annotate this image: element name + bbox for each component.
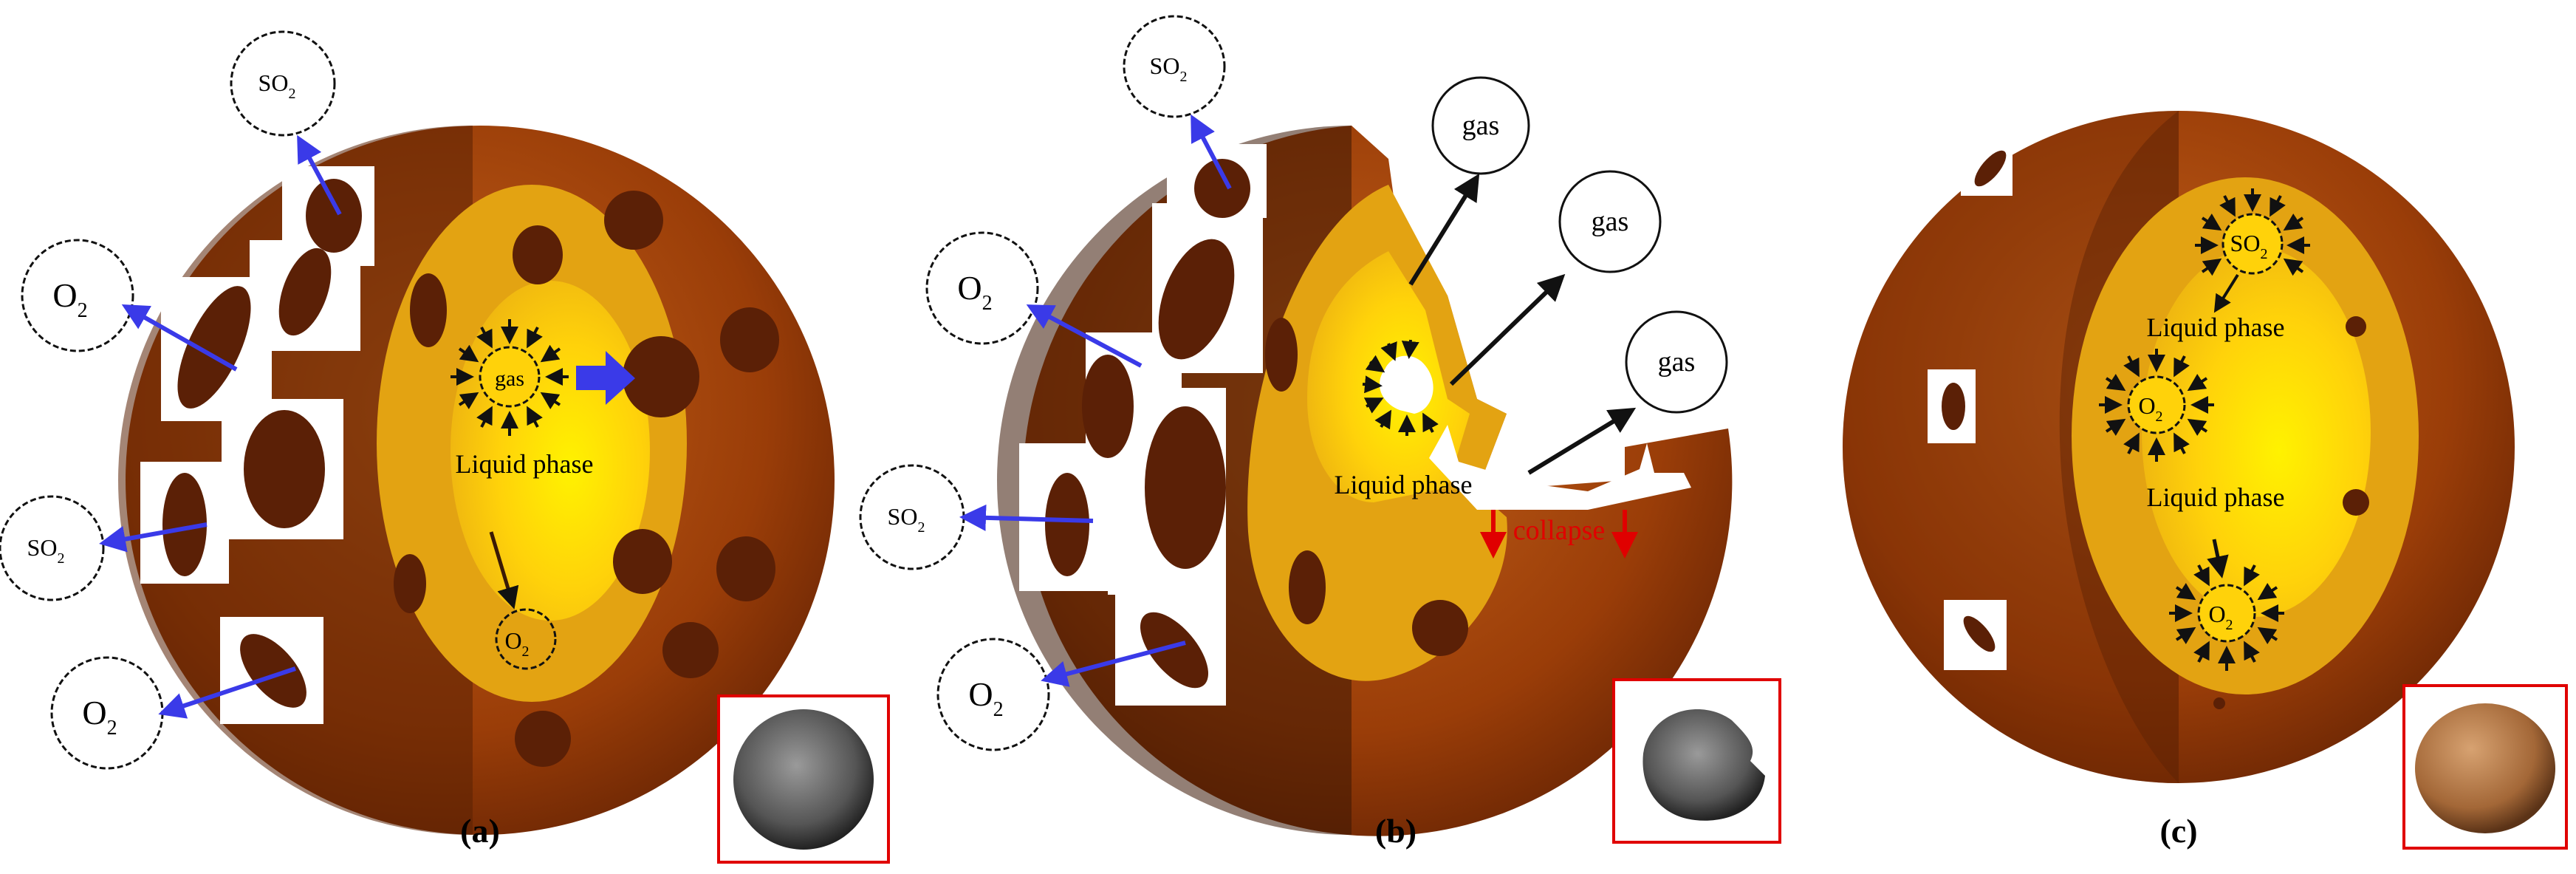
so2-inner-arrow-c [2213,273,2239,313]
collapse-gap-b [1429,425,1691,510]
inner-core-c [2142,247,2371,617]
so2-bubble-inner-c [2222,213,2284,275]
svg-text:SO2: SO2 [1150,52,1188,85]
so2-arrow-mid-a [99,522,208,553]
gas-arrow-2-b [1449,273,1566,386]
so2-arrow-top-a [297,134,342,216]
o2-bubble-inner-2-c [2197,584,2256,643]
cutaway-blocks-c [1928,144,2012,670]
svg-text:SO2: SO2 [27,534,65,567]
pressure-arrows-so2-c [2195,188,2310,276]
o2-arrow-bottom-a [158,666,296,719]
svg-text:gas: gas [1462,110,1500,141]
migration-arrow-a [576,351,635,405]
so2-bubble-top-b: SO2 [1123,15,1226,118]
svg-text:SO2: SO2 [258,69,296,102]
liquid-phase-label-a: Liquid phase [456,449,594,479]
panel-c: SO2 Liquid phase O2 [1843,111,2568,850]
so2-inner-label-c: SO2 [2230,230,2268,262]
so2-bubble-top-a: SO2 [230,30,336,137]
o2-inner-label-1-c: O2 [2138,392,2162,425]
gas-bubble-1-b: gas [1431,76,1530,175]
collapse-label-b: collapse [1513,515,1606,546]
o2-bubble-inner-1-c [2127,375,2186,434]
o2-inner-arrow-a [489,531,519,610]
photo-inset-icon [733,709,874,850]
panel-a: gas Liquid phase O2 SO2 O2 [0,30,890,864]
svg-text:O2: O2 [957,269,992,315]
gas-bubble-3-b: gas [1625,310,1728,414]
photo-inset-icon [1642,709,1765,821]
o2-inner-bubble-a [495,608,557,670]
gas-label-a: gas [495,366,524,391]
panel-b: Liquid phase gas gas gas collapse SO2 [859,15,1781,850]
svg-text:gas: gas [1592,206,1629,237]
o2-bubble-bottom-b: O2 [936,638,1050,751]
cutaway-blocks-a [140,166,374,724]
pressure-arrows-o2-1-c [2099,349,2214,462]
caption-c: (c) [2159,812,2197,850]
so2-arrow-mid-b [959,504,1094,531]
pressure-arrows-a [451,319,569,436]
svg-text:O2: O2 [82,694,117,740]
o2-inner-label-a: O2 [504,627,529,660]
o2-arrow-left-a [121,304,238,372]
o2-inner-arrow-c [2207,539,2229,578]
o2-inner-label-2-c: O2 [2208,601,2233,633]
pores-b [1265,318,1468,656]
svg-text:gas: gas [1658,346,1696,378]
liquid-phase-label-2-c: Liquid phase [2147,482,2285,512]
o2-bubble-left-b: O2 [925,231,1039,345]
so2-arrow-top-b [1191,114,1232,190]
liquid-phase-label-1-c: Liquid phase [2147,313,2285,342]
pores-c [2213,316,2369,709]
so2-bubble-mid-b: SO2 [859,464,965,570]
caption-a: (a) [460,812,500,850]
pressure-arrows-b [1362,339,1439,436]
o2-arrow-bottom-b [1041,641,1186,687]
photo-inset-icon [2415,703,2555,833]
svg-text:O2: O2 [52,276,87,322]
pores-a [394,191,779,767]
o2-bubble-left-a: O2 [21,239,134,352]
gas-arrow-3-b [1527,407,1637,475]
o2-bubble-bottom-a: O2 [50,656,164,770]
gas-bubble-a [479,346,541,408]
liquid-phase-label-b: Liquid phase [1335,470,1473,499]
gas-bubble-2-b: gas [1558,170,1662,273]
o2-arrow-left-b [1026,304,1143,368]
svg-text:O2: O2 [968,675,1003,721]
svg-text:SO2: SO2 [888,503,925,536]
gas-arrow-1-b [1408,173,1480,286]
pressure-arrows-o2-2-c [2169,564,2284,671]
caption-b: (b) [1375,812,1417,850]
void-bubble-b [1379,355,1433,414]
shell-shadow-c [1843,111,2179,783]
so2-bubble-mid-a: SO2 [0,495,105,601]
